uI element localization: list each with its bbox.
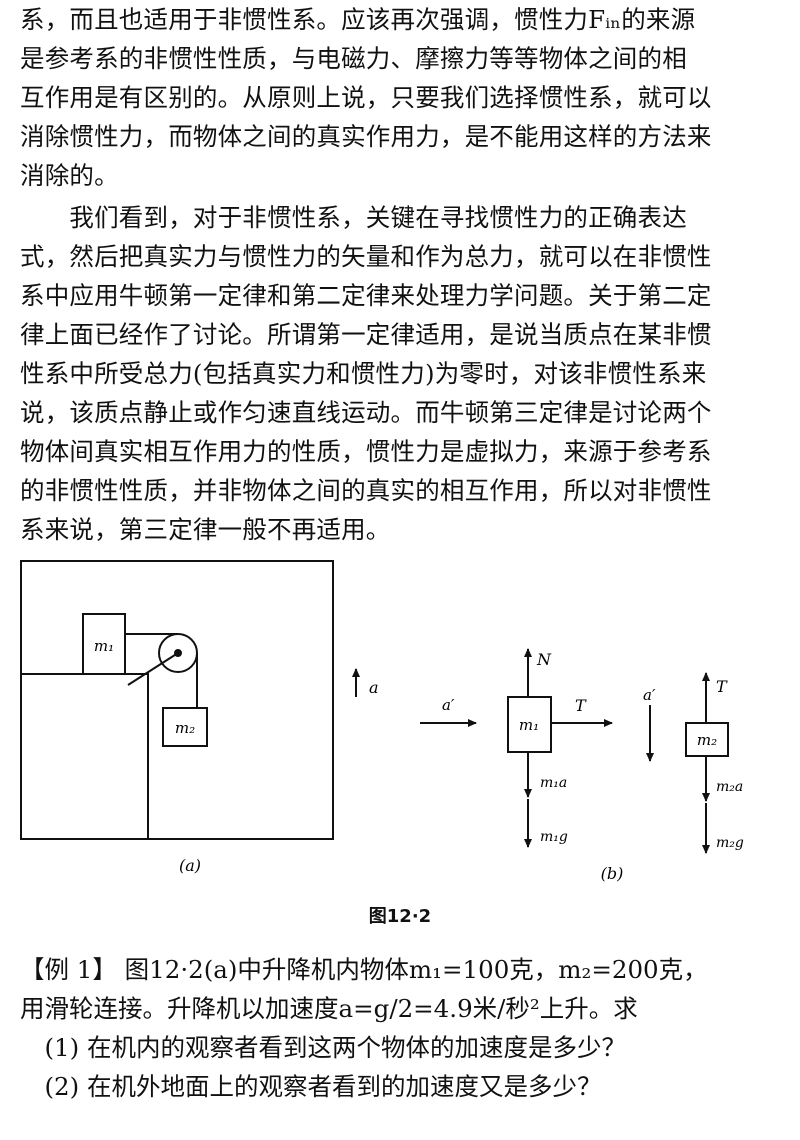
paragraph-newton-laws: 我们看到，对于非惯性系，关键在寻找惯性力的正确表达 式，然后把真实力与惯性力的矢…: [20, 198, 780, 549]
label-N: N: [536, 650, 552, 669]
text-line: (1) 在机内的观察者看到这两个物体的加速度是多少？: [20, 1033, 626, 1062]
label-T1: T: [575, 696, 587, 715]
text-line: 式，然后把真实力与惯性力的矢量和作为总力，就可以在非惯性: [20, 242, 712, 271]
label-m2a: m₂a: [716, 779, 743, 795]
label-a-prime-2: a′: [643, 686, 656, 704]
paragraph-inertial-force: 系，而且也适用于非惯性系。应该再次强调，惯性力Fᵢₙ的来源 是参考系的非惯性性质…: [20, 0, 780, 195]
text-line: 系来说，第三定律一般不再适用。: [20, 515, 391, 544]
table-edge: [21, 673, 149, 839]
figure-caption: 图12·2: [368, 906, 432, 927]
text-line: 我们看到，对于非惯性系，关键在寻找惯性力的正确表达: [20, 203, 687, 232]
subcaption-a: (a): [179, 856, 201, 875]
label-m1: m₁: [94, 637, 114, 655]
text-line: 消除惯性力，而物体之间的真实作用力，是不能用这样的方法来: [20, 122, 712, 151]
text-line: 用滑轮连接。升降机以加速度a=g/2=4.9米/秒²上升。求: [20, 994, 638, 1023]
fbd-block-m1: [507, 696, 552, 753]
pulley-support: [127, 652, 179, 686]
label-m1g: m₁g: [540, 829, 568, 845]
text-line: 是参考系的非惯性性质，与电磁力、摩擦力等等物体之间的相: [20, 44, 687, 73]
text-line: 系，而且也适用于非惯性系。应该再次强调，惯性力Fᵢₙ的来源: [20, 5, 696, 34]
text-line: 消除的。: [20, 161, 119, 190]
subcaption-b: (b): [601, 864, 624, 883]
label-m2: m₂: [175, 719, 195, 737]
label-T2: T: [716, 677, 728, 696]
label-m2g: m₂g: [716, 835, 744, 851]
block-m1: [82, 613, 126, 675]
text-line: 性系中所受总力(包括真实力和惯性力)为零时，对该非惯性系来: [20, 359, 707, 388]
text-line: 律上面已经作了讨论。所谓第一定律适用，是说当质点在某非惯: [20, 320, 712, 349]
elevator-diagram: [20, 560, 334, 840]
text-line: 物体间真实相互作用力的性质，惯性力是虚拟力，来源于参考系: [20, 437, 712, 466]
label-m1-fbd: m₁: [519, 716, 539, 734]
label-m1a: m₁a: [540, 775, 567, 791]
figure-12-2: m₁ m₂ (a) a a′ m₁ N T m₁a m₁g a′ m₂ T m₂…: [20, 560, 744, 883]
elevator-box: [20, 560, 334, 840]
text-line: 系中应用牛顿第一定律和第二定律来处理力学问题。关于第二定: [20, 281, 712, 310]
text-line: (2) 在机外地面上的观察者看到的加速度又是多少？: [20, 1072, 602, 1101]
example-problem: 【例 1】 图12·2(a)中升降机内物体m₁=100克，m₂=200克， 用滑…: [20, 950, 790, 1106]
text-line: 互作用是有区别的。从原则上说，只要我们选择惯性系，就可以: [20, 83, 712, 112]
label-a-prime-1: a′: [442, 696, 455, 714]
block-m2: [162, 707, 208, 747]
label-a: a: [369, 678, 379, 697]
text-line: 的非惯性性质，并非物体之间的真实的相互作用，所以对非惯性: [20, 476, 712, 505]
text-line: 【例 1】 图12·2(a)中升降机内物体m₁=100克，m₂=200克，: [20, 955, 708, 984]
label-m2-fbd: m₂: [697, 731, 717, 749]
text-line: 说，该质点静止或作匀速直线运动。而牛顿第三定律是讨论两个: [20, 398, 712, 427]
